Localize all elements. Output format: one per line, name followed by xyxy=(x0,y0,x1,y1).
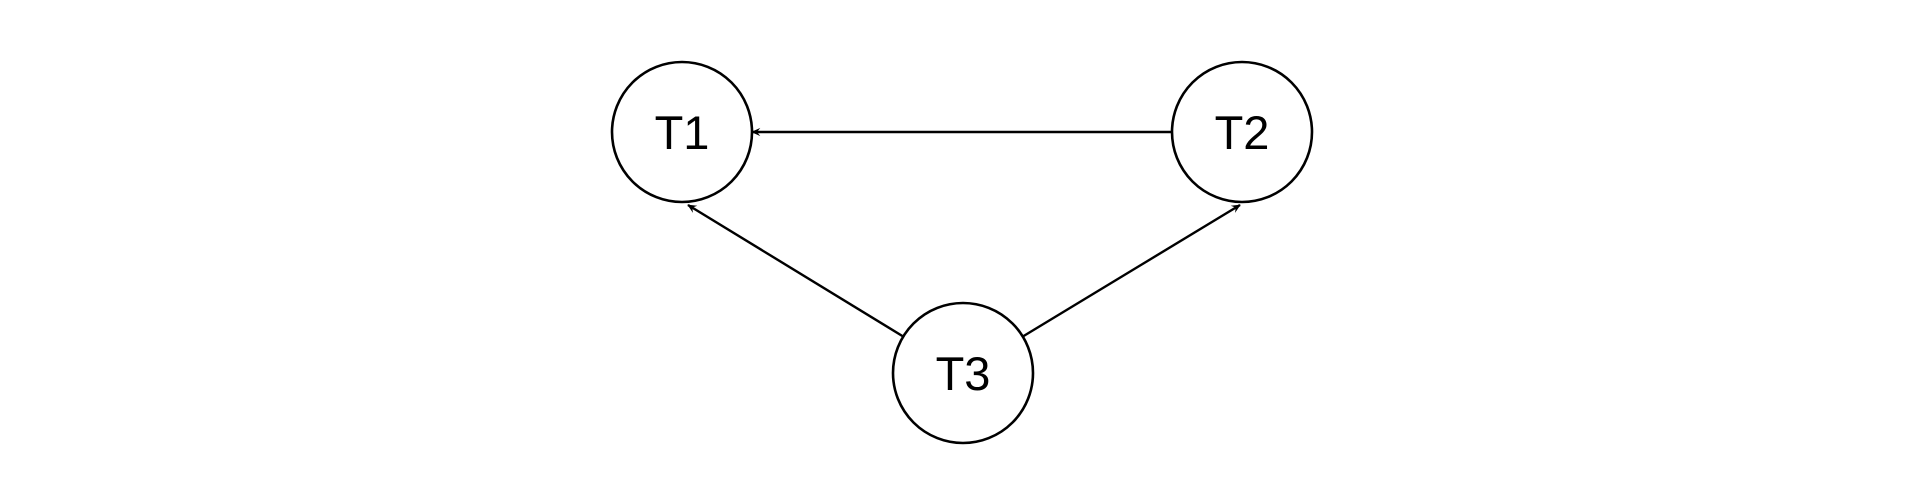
node-t2-label: T2 xyxy=(1215,106,1270,159)
node-t2: T2 xyxy=(1170,60,1314,204)
node-t1-circle xyxy=(610,60,754,204)
edge-t3-to-t2 xyxy=(1021,203,1241,339)
node-t3: T3 xyxy=(891,301,1035,445)
node-t3-circle xyxy=(891,301,1035,445)
node-t1: T1 xyxy=(610,60,754,204)
node-t3-label: T3 xyxy=(936,347,991,400)
edge-t3-to-t1 xyxy=(687,203,905,339)
node-t1-label: T1 xyxy=(655,106,710,159)
node-t2-circle xyxy=(1170,60,1314,204)
